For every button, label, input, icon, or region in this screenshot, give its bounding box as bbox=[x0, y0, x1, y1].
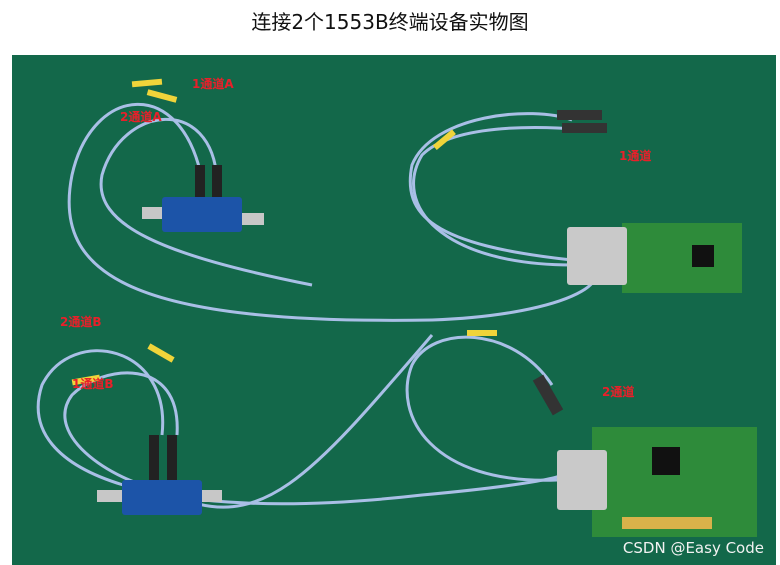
cables bbox=[36, 102, 597, 509]
cable-2b bbox=[63, 371, 183, 497]
watermark: CSDN @Easy Code bbox=[622, 539, 764, 557]
page-title: 连接2个1553B终端设备实物图 bbox=[251, 10, 529, 34]
cable-1b bbox=[36, 349, 562, 506]
cable-tags bbox=[71, 78, 497, 386]
photo-scene bbox=[36, 78, 757, 537]
card-1 bbox=[557, 110, 742, 293]
card-2 bbox=[532, 374, 757, 537]
hardware-photo: 1通道A 2通道A 2通道B 1通道B 1通道 2通道 CSDN @Easy C… bbox=[12, 55, 776, 565]
cable-ch2-loop bbox=[405, 335, 558, 482]
cable-1a bbox=[67, 102, 597, 322]
cable-ch1-loop2 bbox=[412, 126, 588, 267]
label-ch2b: 2通道B bbox=[60, 315, 102, 329]
cable-cross bbox=[171, 334, 434, 509]
label-ch2: 2通道 bbox=[602, 385, 635, 399]
cable-2a bbox=[99, 117, 313, 287]
coupler-b bbox=[97, 435, 222, 515]
label-ch2a: 2通道A bbox=[120, 110, 162, 124]
label-ch1: 1通道 bbox=[619, 149, 652, 163]
coupler-a bbox=[142, 165, 264, 232]
label-ch1b: 1通道B bbox=[72, 377, 114, 391]
cable-ch1-loop bbox=[408, 112, 573, 262]
label-ch1a: 1通道A bbox=[192, 77, 234, 91]
